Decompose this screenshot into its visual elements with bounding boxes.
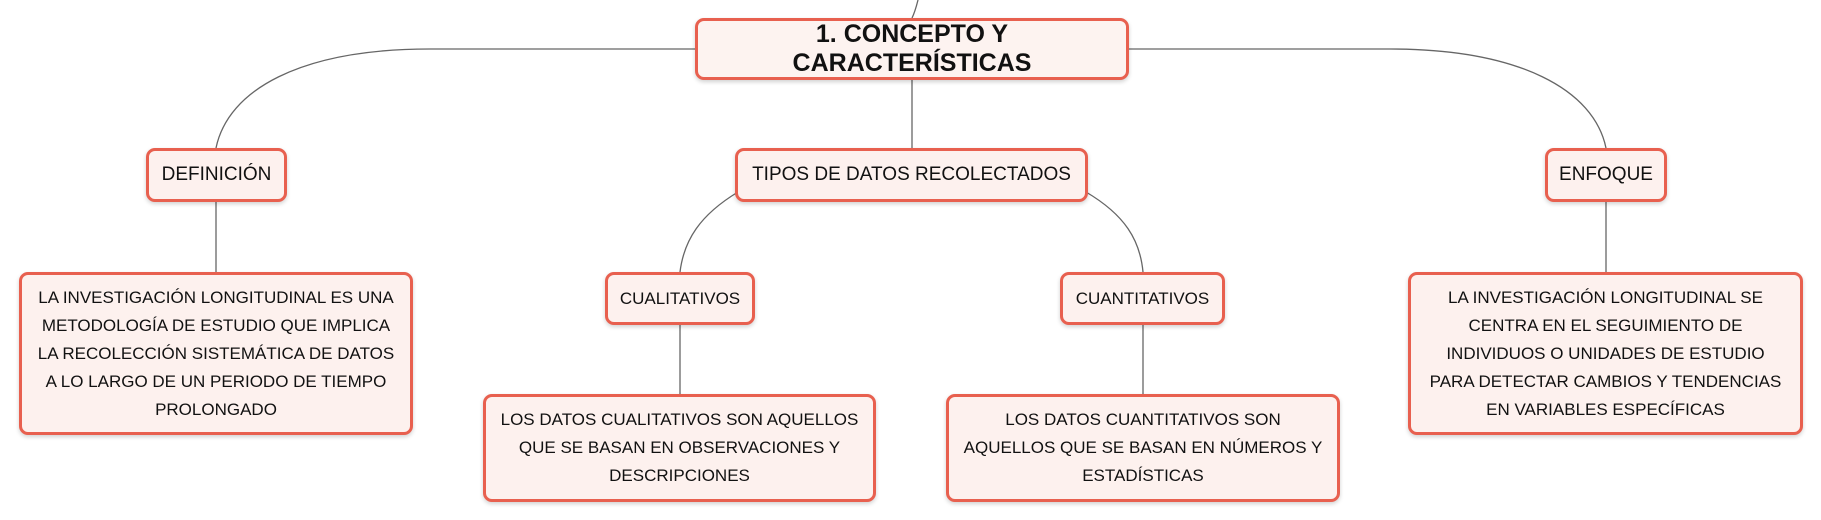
connector-tipos-cuantitativos: [1085, 191, 1144, 273]
cuantitativos-text-box[interactable]: LOS DATOS CUANTITATIVOS SON AQUELLOS QUE…: [946, 394, 1340, 502]
definicion-text: LA INVESTIGACIÓN LONGITUDINAL ES UNA MET…: [37, 287, 395, 419]
topic-cuantitativos[interactable]: CUANTITATIVOS: [1060, 272, 1225, 325]
cuantitativos-text: LOS DATOS CUANTITATIVOS SON AQUELLOS QUE…: [963, 410, 1323, 485]
connector-parent-root: [911, 0, 919, 19]
topic-cuantitativos-label: CUANTITATIVOS: [1075, 288, 1210, 308]
cualitativos-text: LOS DATOS CUALITATIVOS SON AQUELLOS QUE …: [500, 410, 859, 485]
topic-enfoque[interactable]: ENFOQUE: [1545, 148, 1667, 202]
topic-definicion[interactable]: DEFINICIÓN: [146, 148, 287, 202]
topic-cualitativos[interactable]: CUALITATIVOS: [605, 272, 755, 325]
topic-definicion-label: DEFINICIÓN: [161, 164, 272, 185]
connector-root-definicion: [215, 48, 695, 149]
root-topic[interactable]: 1. CONCEPTO Y CARACTERÍSTICAS: [695, 18, 1129, 80]
root-title: 1. CONCEPTO Y CARACTERÍSTICAS: [792, 20, 1032, 77]
cualitativos-text-box[interactable]: LOS DATOS CUALITATIVOS SON AQUELLOS QUE …: [483, 394, 876, 502]
connector-tipos-cualitativos: [679, 191, 739, 273]
enfoque-text: LA INVESTIGACIÓN LONGITUDINAL SE CENTRA …: [1429, 287, 1782, 419]
definicion-text-box[interactable]: LA INVESTIGACIÓN LONGITUDINAL ES UNA MET…: [19, 272, 413, 435]
topic-cualitativos-label: CUALITATIVOS: [619, 288, 741, 308]
topic-tipos-datos-label: TIPOS DE DATOS RECOLECTADOS: [752, 164, 1071, 185]
topic-tipos-datos[interactable]: TIPOS DE DATOS RECOLECTADOS: [735, 148, 1088, 202]
enfoque-text-box[interactable]: LA INVESTIGACIÓN LONGITUDINAL SE CENTRA …: [1408, 272, 1803, 435]
topic-enfoque-label: ENFOQUE: [1559, 164, 1653, 185]
connector-root-enfoque: [1129, 48, 1607, 149]
